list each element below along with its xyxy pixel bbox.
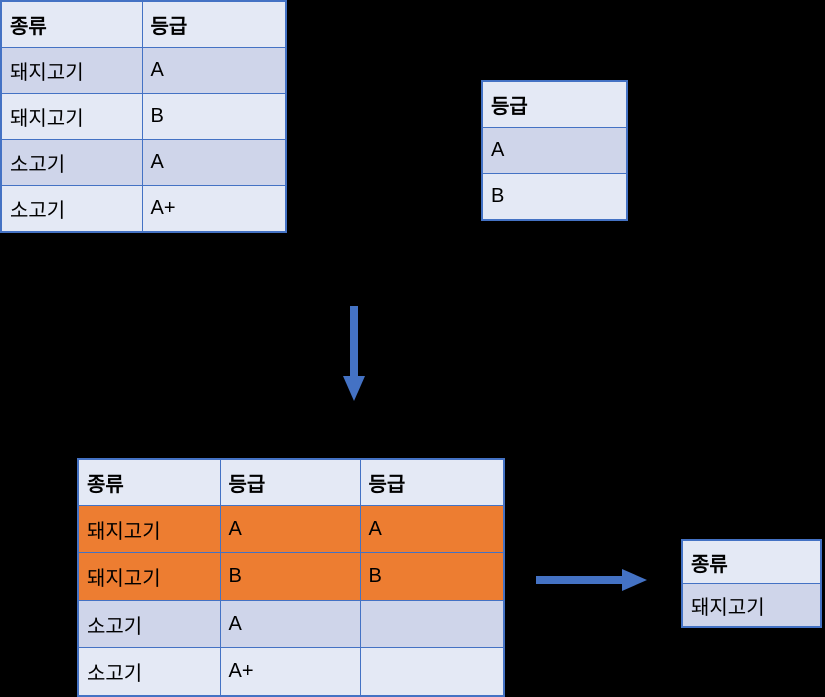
filter-table: 등급 A B <box>481 80 628 221</box>
source-cell-grade: A <box>141 139 287 186</box>
table-row: 소고기 A+ <box>77 647 505 697</box>
arrow-down-icon <box>340 306 368 402</box>
filter-header-grade: 등급 <box>481 80 628 128</box>
joined-header-grade-right: 등급 <box>359 458 505 506</box>
table-row: 돼지고기 B <box>0 93 287 140</box>
result-table: 종류 돼지고기 <box>681 539 822 628</box>
source-cell-type: 소고기 <box>0 139 143 186</box>
table-row: 돼지고기 A <box>0 47 287 94</box>
arrow-right-icon <box>536 564 648 596</box>
filter-cell-grade: B <box>481 173 628 221</box>
table-row-highlighted: 돼지고기 A A <box>77 504 505 554</box>
source-header-grade: 등급 <box>141 0 287 48</box>
table-row: A <box>481 127 628 174</box>
source-cell-type: 소고기 <box>0 185 143 233</box>
joined-cell-type: 소고기 <box>77 599 221 649</box>
joined-cell-grade-right: A <box>359 504 505 554</box>
joined-header-type: 종류 <box>77 458 221 506</box>
joined-cell-type: 소고기 <box>77 647 221 697</box>
source-header-type: 종류 <box>0 0 143 48</box>
source-cell-grade: A+ <box>141 185 287 233</box>
source-cell-grade: B <box>141 93 287 140</box>
table-header-row: 종류 등급 <box>0 0 287 48</box>
joined-cell-grade-left: B <box>219 552 361 601</box>
table-header-row: 종류 <box>681 539 822 584</box>
table-header-row: 등급 <box>481 80 628 128</box>
table-row-highlighted: 돼지고기 B B <box>77 552 505 601</box>
joined-cell-grade-left: A+ <box>219 647 361 697</box>
joined-cell-type: 돼지고기 <box>77 552 221 601</box>
joined-cell-grade-left: A <box>219 504 361 554</box>
source-cell-type: 돼지고기 <box>0 93 143 140</box>
filter-cell-grade: A <box>481 127 628 174</box>
table-row: 소고기 A+ <box>0 185 287 233</box>
table-row: 소고기 A <box>77 599 505 649</box>
joined-cell-grade-left: A <box>219 599 361 649</box>
joined-table: 종류 등급 등급 돼지고기 A A 돼지고기 B B 소고기 A 소고기 <box>77 458 505 697</box>
table-row: 소고기 A <box>0 139 287 186</box>
joined-cell-type: 돼지고기 <box>77 504 221 554</box>
table-header-row: 종류 등급 등급 <box>77 458 505 506</box>
result-cell-type: 돼지고기 <box>681 583 822 628</box>
table-row: B <box>481 173 628 221</box>
joined-header-grade-left: 등급 <box>219 458 361 506</box>
source-cell-grade: A <box>141 47 287 94</box>
source-table: 종류 등급 돼지고기 A 돼지고기 B 소고기 A 소고기 A+ <box>0 0 287 233</box>
joined-cell-grade-right: B <box>359 552 505 601</box>
result-header-type: 종류 <box>681 539 822 584</box>
joined-cell-grade-right <box>359 599 505 649</box>
source-cell-type: 돼지고기 <box>0 47 143 94</box>
table-row: 돼지고기 <box>681 583 822 628</box>
joined-cell-grade-right <box>359 647 505 697</box>
